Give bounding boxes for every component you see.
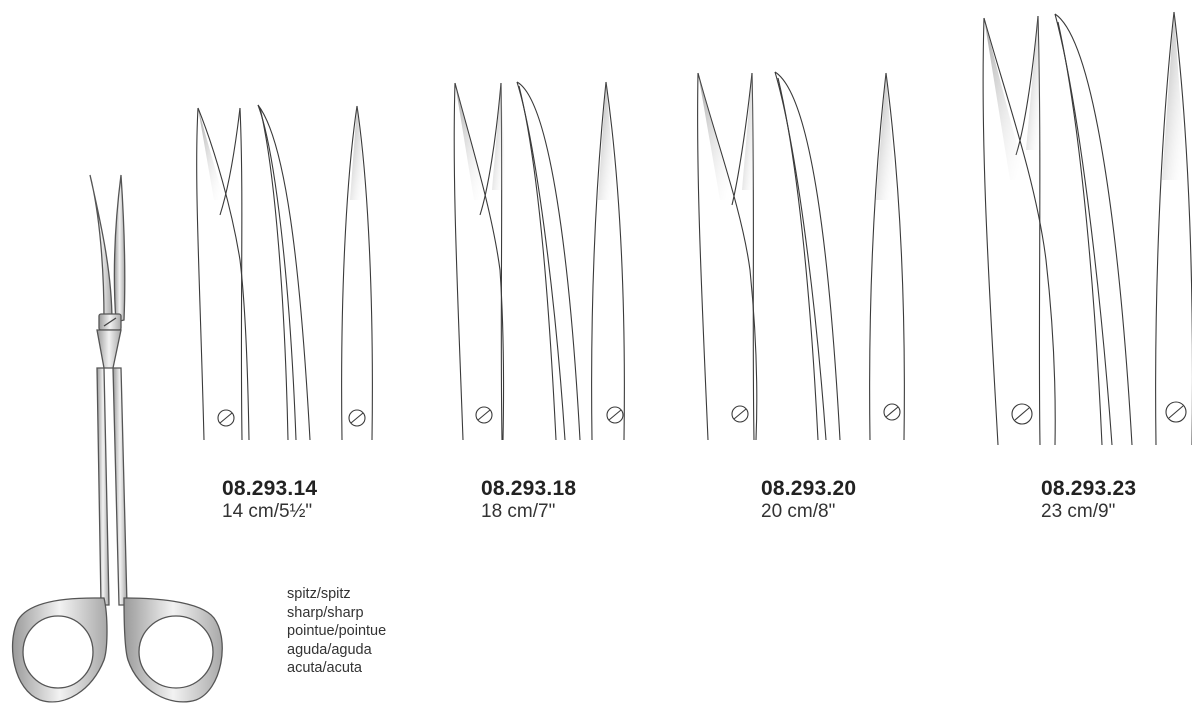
tip-detail-drawing xyxy=(453,81,625,441)
tip-type-item: pointue/pointue xyxy=(287,623,387,640)
product-code: 08.293.18 xyxy=(481,477,577,500)
product-size: 23 cm/9" xyxy=(1041,501,1116,523)
product-label: 08.293.14 14 cm/5½" xyxy=(222,477,317,523)
tip-detail-drawing xyxy=(697,71,905,441)
product-code: 08.293.14 xyxy=(222,477,318,500)
scissors-full-view-icon xyxy=(11,174,223,703)
product-size: 14 cm/5½" xyxy=(222,501,313,523)
tip-detail-drawing xyxy=(196,104,373,441)
tip-type-item: aguda/aguda xyxy=(287,641,372,658)
tip-type-item: acuta/acuta xyxy=(287,660,362,677)
product-code: 08.293.20 xyxy=(761,477,857,500)
tip-type-list: spitz/spitz sharp/sharp pointue/pointue … xyxy=(287,585,386,678)
tip-type-item: spitz/spitz xyxy=(287,586,351,602)
product-label: 08.293.23 23 cm/9" xyxy=(1041,477,1136,523)
tip-detail-drawing xyxy=(982,11,1192,446)
tip-type-item: sharp/sharp xyxy=(287,604,364,621)
product-label: 08.293.18 18 cm/7" xyxy=(481,477,576,523)
product-label: 08.293.20 20 cm/8" xyxy=(761,477,856,523)
product-size: 18 cm/7" xyxy=(481,501,556,523)
product-code: 08.293.23 xyxy=(1041,477,1137,500)
product-size: 20 cm/8" xyxy=(761,501,836,523)
